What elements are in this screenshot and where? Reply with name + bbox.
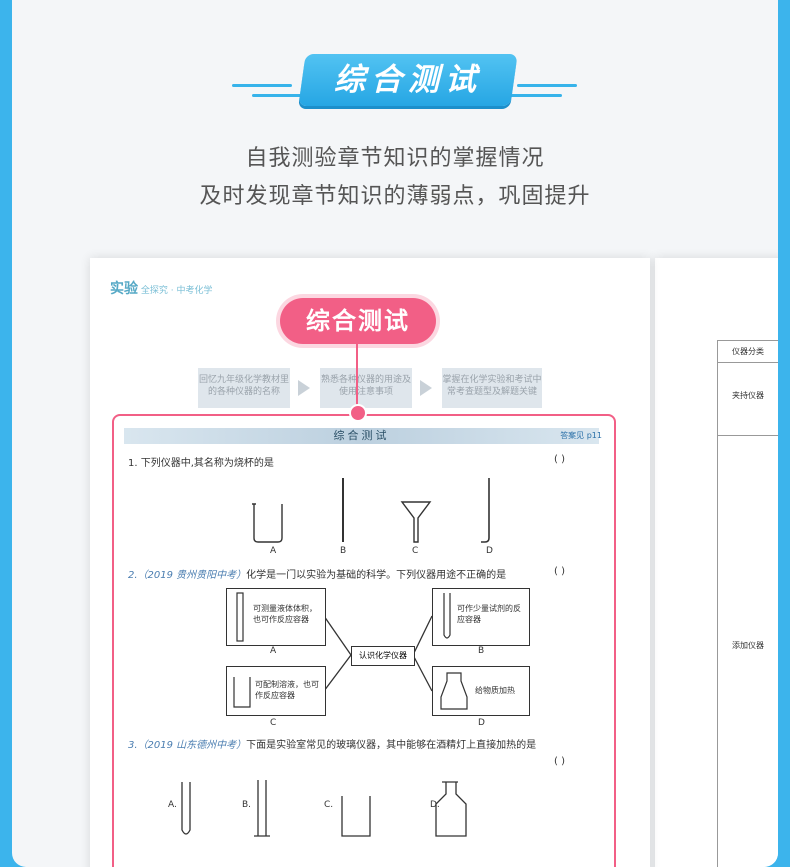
- funnel-icon: [400, 501, 432, 543]
- header-decor-lines: [232, 66, 582, 106]
- question-3: 3.（2019 山东德州中考）下面是实验室常见的玻璃仪器，其中能够在酒精灯上直接…: [128, 736, 536, 751]
- q2-text: 化学是一门以实验为基础的科学。下列仪器用途不正确的是: [246, 570, 507, 581]
- brand-logo: 实验: [110, 281, 138, 297]
- highlight-frame: 综合测试 答案见 p11 1. 下列仪器中,其名称为烧杯的是 ( ) A B C…: [112, 414, 616, 867]
- book-brand: 实验 全探究 · 中考化学: [110, 278, 212, 298]
- q1-apparatus-drawings: [252, 478, 490, 543]
- q2-label-d: D: [478, 718, 485, 728]
- table-header: 仪器分类: [732, 347, 764, 356]
- section-pill: 综合测试: [280, 298, 436, 344]
- answer-paren-2: ( ): [554, 566, 565, 577]
- q1-option-c: C: [412, 546, 419, 556]
- q3-source: 3.（2019 山东德州中考）: [128, 740, 247, 751]
- reagent-bottle-icon: [435, 781, 467, 837]
- question-1: 1. 下列仪器中,其名称为烧杯的是: [128, 458, 274, 469]
- q3-option-d: D.: [430, 800, 440, 810]
- graduated-cylinder-icon: [254, 780, 270, 837]
- subtitle-line-1: 自我测验章节知识的掌握情况: [245, 146, 545, 171]
- section-bar: 综合测试: [124, 428, 599, 444]
- table-row-add: 添加仪器: [732, 641, 764, 650]
- brand-text: 全探究 · 中考化学: [140, 286, 213, 296]
- q2-label-b: B: [478, 646, 485, 656]
- flow-arrow-icon: [298, 380, 310, 396]
- q2-label-c: C: [270, 718, 277, 728]
- table-row-clamp: 夹持仪器: [732, 391, 764, 400]
- flow-step-1: 回忆九年级化学教材里的各种仪器的名称: [198, 368, 290, 408]
- q3-text: 下面是实验室常见的玻璃仪器，其中能够在酒精灯上直接加热的是: [246, 740, 537, 751]
- q2-source: 2.（2019 贵州贵阳中考）: [128, 570, 247, 581]
- q2-box-a: 可测量液体体积，也可作反应容器: [226, 588, 326, 646]
- classification-table: 仪器分类 夹持仪器 添加仪器: [717, 340, 778, 867]
- beaker-icon: [252, 503, 283, 543]
- bent-tube-icon: [481, 478, 490, 543]
- q1-option-b: B: [340, 546, 347, 556]
- flow-step-3: 掌握在化学实验和考试中常考查题型及解题关键: [442, 368, 542, 408]
- test-tube-icon: [181, 782, 191, 835]
- answer-paren-1: ( ): [554, 454, 565, 465]
- q2-box-b-text: 可作少量试剂的反应容器: [457, 604, 521, 624]
- pink-connector-dot: [349, 404, 367, 422]
- promo-card: 综合测试 自我测验章节知识的掌握情况 及时发现章节知识的薄弱点，巩固提升 仪器分…: [12, 0, 778, 867]
- q2-mindmap-lines: [323, 615, 433, 692]
- header-title: 综合测试: [334, 62, 482, 98]
- q2-box-c-text: 可配制溶液，也可作反应容器: [255, 680, 319, 700]
- q2-box-b: 可作少量试剂的反应容器: [432, 588, 530, 646]
- book-left-page: 实验 全探究 · 中考化学 回忆九年级化学教材里的各种仪器的名称 熟悉各种仪器的…: [90, 258, 650, 867]
- question-2: 2.（2019 贵州贵阳中考）化学是一门以实验为基础的科学。下列仪器用途不正确的…: [128, 566, 506, 581]
- beaker-icon: [341, 796, 371, 837]
- subtitle-line-2: 及时发现章节知识的薄弱点，巩固提升: [199, 184, 591, 209]
- q2-box-a-text: 可测量液体体积，也可作反应容器: [253, 604, 317, 624]
- q2-box-d: 给物质加热: [432, 666, 530, 716]
- book-right-page: 仪器分类 夹持仪器 添加仪器: [655, 258, 778, 867]
- pink-connector: [356, 344, 358, 410]
- q2-box-c: 可配制溶液，也可作反应容器: [226, 666, 326, 716]
- answer-reference: 答案见 p11: [560, 431, 602, 440]
- q3-glassware-drawings: [181, 780, 467, 837]
- q1-option-a: A: [270, 546, 277, 556]
- test-tube-icon: [443, 593, 451, 639]
- flow-arrow-icon: [420, 380, 432, 396]
- q3-option-b: B.: [242, 800, 252, 810]
- q3-option-c: C.: [324, 800, 334, 810]
- q2-box-d-text: 给物质加热: [475, 686, 515, 695]
- answer-paren-3: ( ): [554, 756, 565, 767]
- flow-step-2: 熟悉各种仪器的用途及使用注意事项: [320, 368, 412, 408]
- q3-option-a: A.: [168, 800, 177, 810]
- q2-center-node: 认识化学仪器: [351, 646, 415, 666]
- graduated-cylinder-icon: [236, 592, 244, 642]
- q1-option-d: D: [486, 546, 493, 556]
- q2-label-a: A: [270, 646, 277, 656]
- beaker-icon: [233, 677, 251, 708]
- alcohol-lamp-icon: [440, 672, 468, 710]
